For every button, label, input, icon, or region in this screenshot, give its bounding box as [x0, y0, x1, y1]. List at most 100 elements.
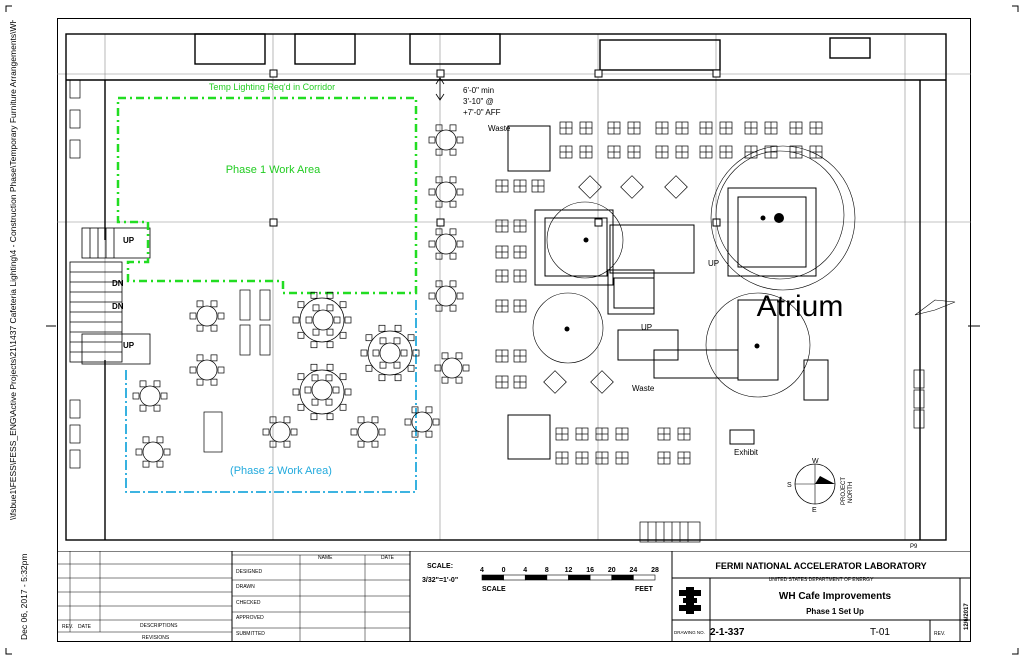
chair [332, 386, 340, 394]
chair [326, 291, 334, 299]
phase1-label: Phase 1 Work Area [226, 164, 321, 176]
project-title: WH Cafe Improvements [779, 591, 892, 602]
scale-tick-label: 12 [565, 567, 573, 574]
chair [326, 363, 334, 371]
waste-label: Waste [632, 384, 655, 393]
round-table [435, 233, 457, 255]
chair [142, 460, 150, 468]
booth [913, 389, 925, 409]
round-table [379, 342, 401, 364]
booth [913, 369, 925, 389]
scale-segment [611, 574, 634, 581]
waste-label: Waste [488, 124, 511, 133]
chair [297, 301, 305, 309]
scale-tick-label: 8 [545, 567, 549, 574]
chair [283, 440, 291, 448]
org-name: FERMI NATIONAL ACCELERATOR LABORATORY [715, 561, 926, 571]
chair [378, 428, 386, 436]
furniture-layer [69, 79, 925, 469]
chair [435, 304, 443, 312]
phase2-boundary [125, 298, 417, 493]
chair [312, 328, 320, 336]
chair [435, 228, 443, 236]
chair [435, 280, 443, 288]
chair [412, 349, 420, 357]
chair [339, 301, 347, 309]
chair [379, 361, 387, 369]
chair [441, 376, 449, 384]
chair [404, 418, 412, 426]
chair [339, 403, 347, 411]
drawing-number: 2-1-337 [710, 627, 745, 638]
grid-lines [57, 34, 971, 540]
clearance-dimension [435, 77, 445, 101]
chair [360, 349, 368, 357]
scale-label: SCALE: [427, 563, 453, 570]
chair [269, 416, 277, 424]
chair [371, 440, 379, 448]
atrium-label: Atrium [757, 290, 844, 323]
chair [326, 413, 334, 421]
booth [69, 109, 81, 129]
signoff-approved: APPROVED [236, 615, 264, 621]
date-col-header: DATE [78, 624, 92, 630]
north-arrow: W S E PROJECT NORTH [787, 458, 854, 514]
clearance-note-line3: +7'-0" AFF [463, 108, 501, 117]
chair [425, 430, 433, 438]
chair [365, 364, 373, 372]
chair [449, 252, 457, 260]
chair [311, 398, 319, 406]
chair [357, 416, 365, 424]
round-table [367, 330, 413, 376]
chair [139, 404, 147, 412]
chair [262, 428, 270, 436]
scale-tick-label: 28 [651, 567, 659, 574]
chair [449, 124, 457, 132]
chair [163, 448, 171, 456]
chair [196, 324, 204, 332]
chair [189, 312, 197, 320]
long-table [259, 324, 271, 356]
scale-value: 3/32"=1'-0" [422, 577, 458, 584]
chair [210, 324, 218, 332]
chair [428, 292, 436, 300]
clearance-note-line2: 3'-10" @ [463, 97, 494, 106]
booth [69, 449, 81, 469]
chair [196, 378, 204, 386]
fermilab-logo [679, 587, 701, 614]
signoff-submitted: SUBMITTED [236, 631, 265, 637]
signoff-drawn: DRAWN [236, 584, 255, 590]
chair [449, 280, 457, 288]
chair [153, 380, 161, 388]
chair [304, 386, 312, 394]
chair [435, 252, 443, 260]
booth [69, 79, 81, 99]
scale-tick-label: 4 [480, 567, 484, 574]
chair [407, 334, 415, 342]
chair [455, 352, 463, 360]
chair [290, 428, 298, 436]
chair [435, 124, 443, 132]
desc-col-header: DESCRIPTIONS [140, 623, 178, 629]
chair [160, 392, 168, 400]
chair [393, 337, 401, 345]
chair [393, 361, 401, 369]
stair-dn-label: DN [112, 302, 124, 311]
chair [344, 316, 352, 324]
chair [428, 136, 436, 144]
chair [428, 188, 436, 196]
booth [69, 139, 81, 159]
atrium-circles [532, 145, 856, 398]
chair [326, 328, 334, 336]
sheet-title: Phase 1 Set Up [806, 607, 864, 616]
chair [297, 373, 305, 381]
scale-segment [589, 574, 613, 581]
chair [210, 378, 218, 386]
chair [365, 334, 373, 342]
chair [132, 392, 140, 400]
chair [371, 416, 379, 424]
scale-segment [633, 574, 656, 581]
chair [326, 341, 334, 349]
chair [217, 366, 225, 374]
chair [339, 331, 347, 339]
